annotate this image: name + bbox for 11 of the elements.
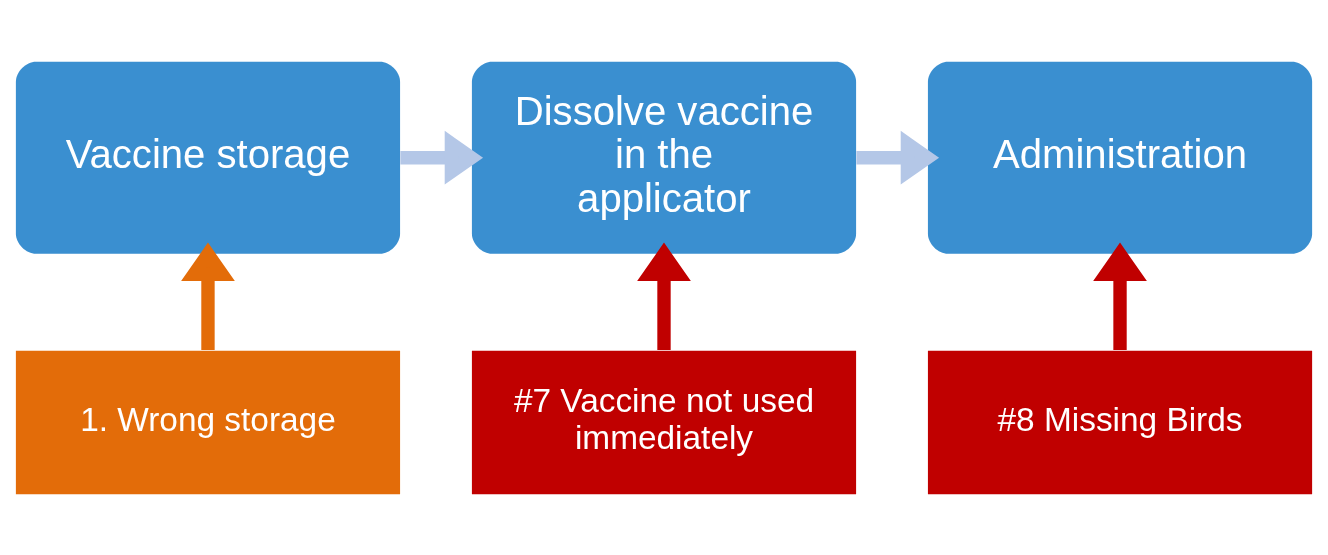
node-box: Dissolve vaccine in the applicator — [471, 61, 857, 254]
node-box: #8 Missing Birds — [927, 350, 1313, 494]
node-box: 1. Wrong storage — [15, 350, 401, 494]
arrow — [400, 130, 484, 185]
node-box: #7 Vaccine not used immediately — [471, 350, 857, 494]
arrow — [181, 242, 235, 350]
node-box: Administration — [927, 61, 1313, 254]
arrow — [637, 242, 691, 350]
arrow — [856, 130, 940, 185]
node-box: Vaccine storage — [15, 61, 401, 254]
arrow — [1093, 242, 1147, 350]
